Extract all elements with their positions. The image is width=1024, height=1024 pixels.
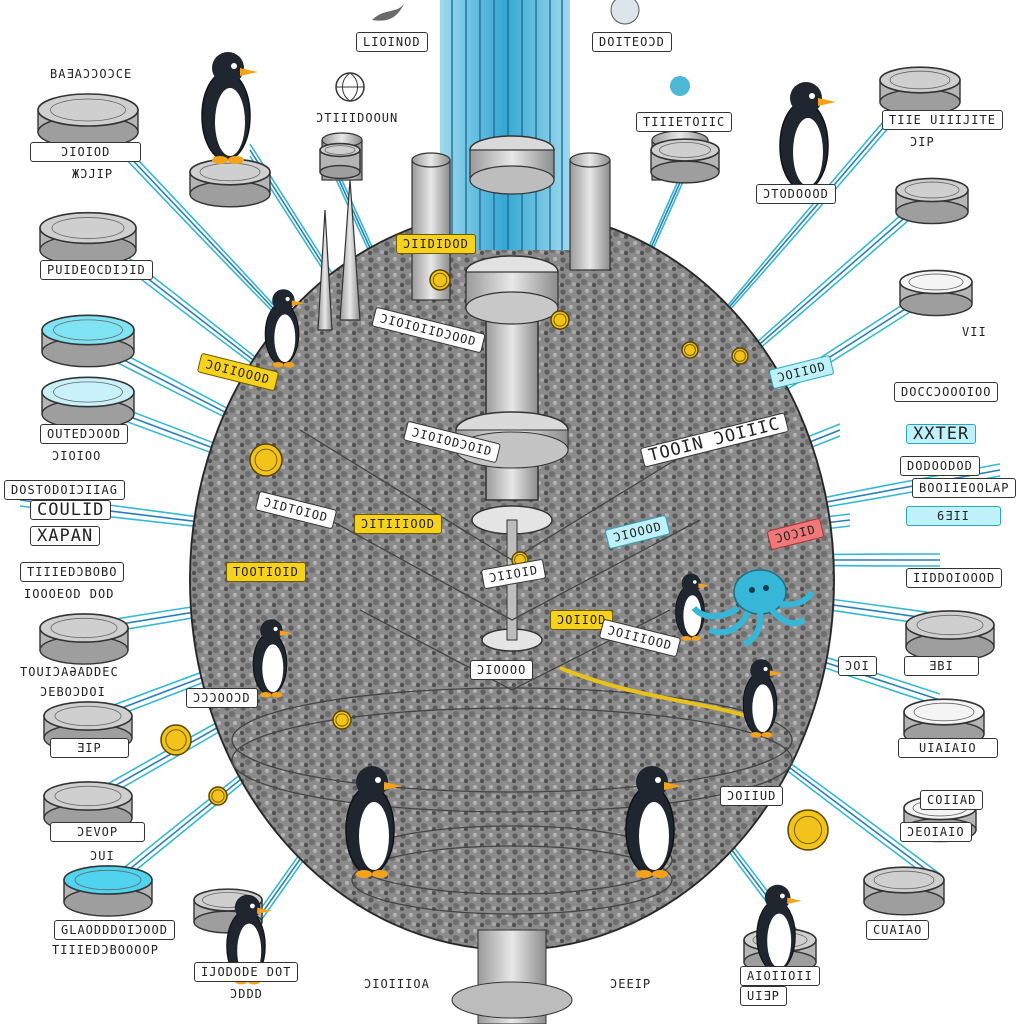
label-right-l: ƎBI bbox=[904, 656, 979, 676]
penguin-icon bbox=[345, 766, 402, 878]
label-right-i: 6ƎII bbox=[906, 506, 1001, 526]
server-disc bbox=[319, 142, 361, 180]
server-disc bbox=[879, 66, 961, 116]
label-left-f: TOUIƆAƏADDEC bbox=[20, 665, 119, 679]
label-center-n: ƆƆƆOOƆD bbox=[186, 688, 258, 708]
octopus-icon bbox=[691, 569, 815, 647]
server-disc bbox=[41, 314, 135, 368]
label-right-f: XXTER bbox=[906, 424, 977, 444]
label-left-b: COULID bbox=[30, 500, 112, 520]
coin-icon bbox=[160, 724, 192, 756]
label-right-p: ƆOIIUD bbox=[720, 786, 784, 806]
label-right-h: BOOIIEOOLAP bbox=[912, 478, 1017, 498]
coins bbox=[160, 269, 829, 851]
penguin-icon bbox=[252, 619, 293, 698]
label-top-a: LIOINOD bbox=[356, 32, 428, 52]
penguins bbox=[201, 52, 836, 985]
coin-icon bbox=[208, 786, 228, 806]
coin-icon bbox=[731, 347, 749, 365]
label-right-e: DOCCƆOOOIOO bbox=[894, 382, 999, 402]
penguin-icon bbox=[201, 52, 258, 164]
penguin-icon bbox=[742, 659, 783, 738]
server-disc bbox=[650, 138, 720, 184]
label-bottom-d: ƆEEIP bbox=[610, 977, 652, 991]
label-center-k: TOOTIOID bbox=[226, 562, 306, 582]
server-disc bbox=[863, 866, 945, 916]
server-disc bbox=[905, 610, 995, 662]
data-tower bbox=[440, 0, 570, 250]
label-bottom-a: IJODODE DOT bbox=[194, 962, 299, 982]
label-left-i: ƆEVOP bbox=[50, 822, 146, 842]
label-center-g: ƆITIIIOOD bbox=[354, 514, 443, 534]
penguin-icon bbox=[675, 573, 710, 641]
server-disc bbox=[41, 376, 135, 430]
label-left-h: ƎIP bbox=[50, 738, 129, 758]
penguin-icon bbox=[625, 766, 682, 878]
coin-icon bbox=[787, 809, 829, 851]
server-disc bbox=[189, 158, 271, 208]
label-right-r: AIOIIOII bbox=[740, 966, 820, 986]
coin-icon bbox=[249, 443, 283, 477]
label-bottom-b: ƆDDD bbox=[230, 987, 263, 1001]
label-left-a: DOSTODOIƆIIAG bbox=[4, 480, 125, 500]
label-disc1-sub: ЖƆJIP bbox=[72, 167, 114, 181]
label-center-j: ƆOIIOD bbox=[550, 610, 614, 630]
label-right-a: TIIE UIIIJITE bbox=[882, 110, 1003, 130]
label-center-l: ƆIOOOO bbox=[470, 660, 534, 680]
globe-icon bbox=[335, 72, 365, 102]
label-right-q: CUAIAO bbox=[866, 920, 930, 940]
label-disc4: OUTEDƆOOD bbox=[40, 424, 129, 444]
penguin-icon bbox=[779, 82, 836, 194]
label-right-k: ƆOI bbox=[838, 656, 877, 676]
label-right-n: COIIAD bbox=[920, 790, 984, 810]
label-left-j: ƆUI bbox=[90, 849, 115, 863]
label-right-d: VII bbox=[962, 325, 987, 339]
label-left-d: TIIIEDƆBOBO bbox=[20, 562, 125, 582]
coin-icon bbox=[681, 341, 699, 359]
central-hub bbox=[455, 255, 569, 652]
server-disc bbox=[39, 613, 129, 665]
label-right-o: ƆEOIAIO bbox=[900, 822, 972, 842]
label-disc4-sub: ƆIOIOO bbox=[52, 449, 102, 463]
label-right-b: ƆIP bbox=[910, 135, 935, 149]
snowflake-icon bbox=[610, 0, 690, 96]
label-disc1: ƆIOIOD bbox=[30, 142, 142, 162]
coin-icon bbox=[550, 310, 570, 330]
label-top-left-header: BAƎAƆƆOƆCE bbox=[50, 67, 133, 81]
yellow-cable bbox=[559, 666, 761, 722]
label-top-c: ƆTIIIDOOUN bbox=[316, 111, 399, 125]
label-bottom-c: ƆIOIIIOA bbox=[364, 977, 430, 991]
label-disc2: PUIDEOCDIƆID bbox=[40, 260, 153, 280]
label-left-e: IOOOEOD DOD bbox=[24, 587, 115, 601]
label-right-s: UIƎP bbox=[740, 986, 787, 1006]
label-left-k: GLAODDDOIƆOOD bbox=[54, 920, 175, 940]
server-disc bbox=[39, 211, 137, 267]
label-left-l: TIIIEDƆBOOOOP bbox=[52, 943, 159, 957]
label-right-m: UIAIAIO bbox=[898, 738, 998, 758]
label-top-b: DOITEOƆD bbox=[592, 32, 672, 52]
coin-icon bbox=[429, 269, 451, 291]
server-disc bbox=[63, 865, 153, 917]
label-center-b: ƆIIDIDOD bbox=[396, 234, 476, 254]
server-disc bbox=[37, 93, 139, 149]
label-left-g: ƆEBOƆDOI bbox=[40, 685, 106, 699]
server-disc bbox=[895, 177, 969, 225]
server-disc bbox=[899, 269, 973, 317]
label-right-c: ƆTODOOOD bbox=[756, 184, 836, 204]
label-right-j: IIDDOIOOOD bbox=[906, 568, 1003, 588]
label-right-g: DODOODOD bbox=[900, 456, 980, 476]
bird-icon bbox=[372, 4, 404, 21]
label-top-d: TIIIETOIIC bbox=[636, 112, 733, 132]
label-left-c: XAPAN bbox=[30, 526, 101, 546]
penguin-icon bbox=[264, 289, 305, 368]
bottom-trunk bbox=[451, 929, 573, 1024]
coin-icon bbox=[332, 710, 352, 730]
